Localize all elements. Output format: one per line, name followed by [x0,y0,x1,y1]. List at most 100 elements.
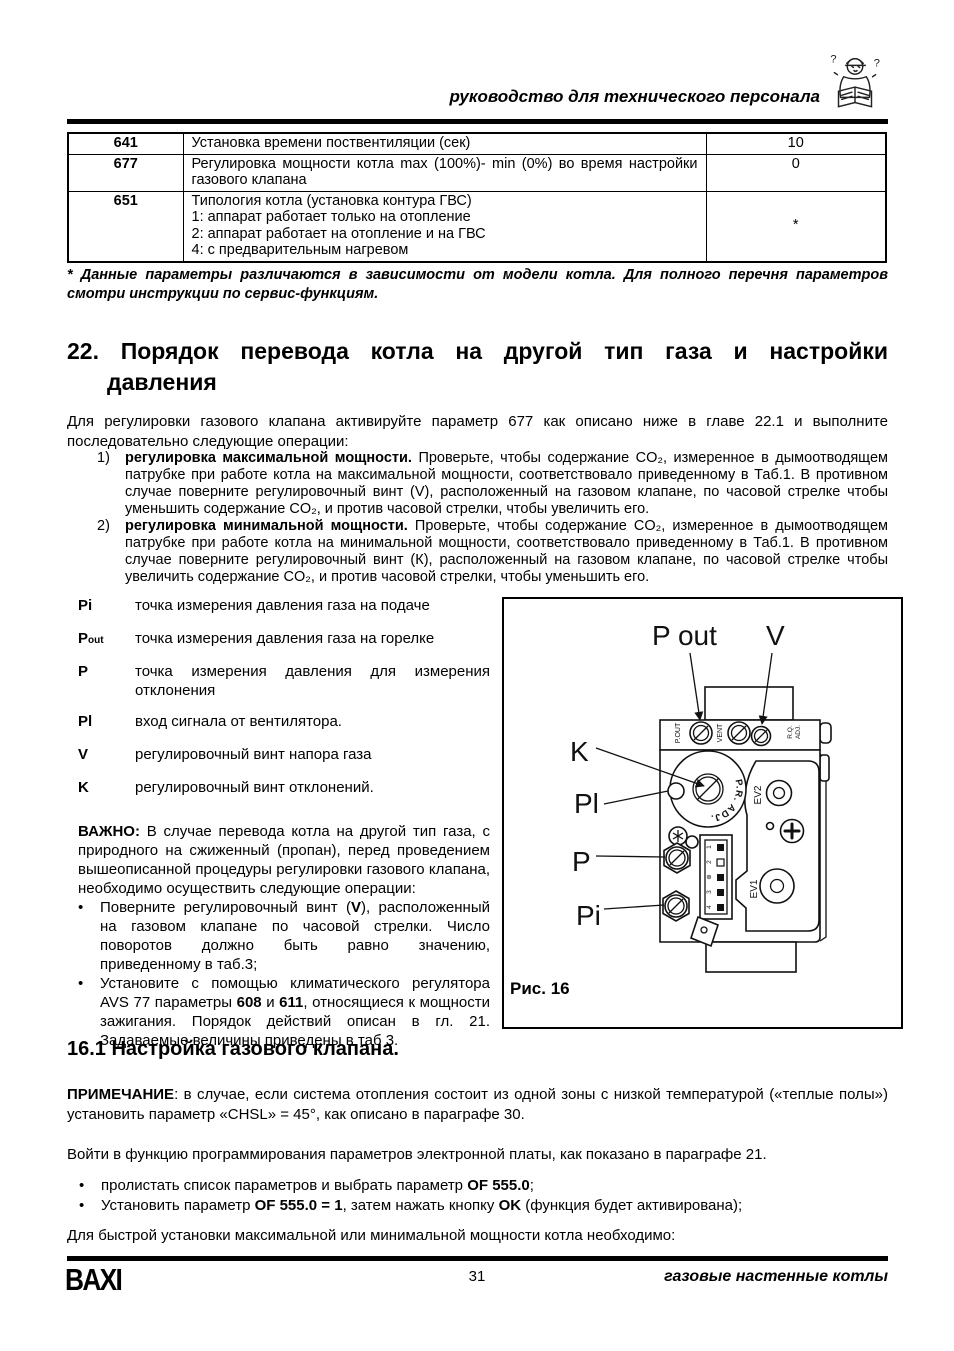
bullet-item: • Установите с помощью климатического ре… [78,974,490,1050]
desc-cell: Типология котла (установка контура ГВС) … [182,190,707,262]
pin-label: 2 [706,860,713,864]
page-number: 31 [468,1268,486,1285]
def-term: K [78,779,89,796]
param-cell: 677 [67,153,184,192]
figure-caption: Рис. 16 [510,979,570,998]
ev1-label: EV1 [749,879,760,898]
def-row: V регулировочный винт напора газа [78,745,490,766]
figure-label-v: V [766,620,785,651]
header-rule [67,119,888,124]
valve-side-tab [819,722,832,744]
header-title: руководство для технического персонала [449,87,820,106]
figure-label-pout: P out [652,620,717,651]
pl-leader-line [603,790,669,805]
valve-side-tab [819,754,830,782]
bullet-text: Установите с помощью климатического регу… [100,975,491,1049]
table-footnote: * Данные параметры различаются в зависим… [67,267,888,302]
bullet-text: Установить параметр OF 555.0 = 1, затем … [101,1197,743,1214]
baxi-logo: BAXI [65,1262,123,1297]
table-row: 641 Установка времени поствентиляции (се… [67,132,887,155]
bullet-item: • Поверните регулировочный винт (V), рас… [78,898,490,974]
bullet-marker: • [79,1197,85,1214]
heading-line: давления [107,369,217,395]
p-leader-line [595,855,666,858]
footer-rule [67,1256,888,1261]
table-row: 651 Типология котла (установка контура Г… [67,190,887,262]
numbered-item: 1) регулировка максимальной мощности. Пр… [97,450,888,518]
def-text: точка измерения давления газа на подаче [135,597,430,614]
ev2-label: EV2 [753,785,764,804]
section-16-heading: 16.1 Настройка газового клапана. [67,1038,399,1060]
footer-tagline: газовые настенные котлы [664,1268,888,1285]
def-text: регулировочный винт отклонений. [135,779,374,796]
pout-screw-label: P.OUT [675,722,682,743]
programming-paragraph: Войти в функцию программирования парамет… [67,1146,767,1163]
def-row: Pl вход сигнала от вентилятора. [78,712,490,733]
bullet-item: • пролистать список параметров и выбрать… [79,1176,879,1195]
valve-top-flange [704,686,794,721]
def-row: Pi точка измерения давления газа на пода… [78,596,490,617]
heading-line: 22. Порядок перевода котла на другой тип… [67,338,888,364]
figure-label-k: K [570,736,589,767]
value-cell: 10 [705,132,887,155]
bullet-marker: • [78,899,84,916]
k-leader-line [595,747,705,788]
vent-screw-label: VENT [717,723,724,742]
def-row: P точка измерения давления для измерения… [78,662,490,700]
value-cell: * [705,190,887,262]
def-text: точка измерения давления для измерения о… [135,663,490,699]
bullet-marker: • [79,1177,85,1194]
valve-side-face [819,753,827,942]
ev2-coil [765,779,793,807]
pin-label: 1 [706,845,713,849]
figure-label-p: P [572,846,591,877]
important-lead: ВАЖНО: В случае перевода котла на другой… [78,823,490,897]
def-term: P [78,663,89,680]
table-row: 677 Регулировка мощности котла max (100%… [67,153,887,192]
item-number: 2) [97,518,110,534]
pi-leader-line [603,904,665,910]
v-leader-line [758,652,773,725]
rq-label: R.Q. [787,725,794,739]
valve-bottom-flange [705,941,797,973]
desc-cell: Установка времени поствентиляции (сек) [182,132,707,155]
pin-label: ⊕ [706,874,713,880]
technician-reading-manual-icon: ? ? [830,53,880,108]
param-cell: 651 [67,190,184,262]
item-text: регулировка максимальной мощности. Прове… [125,450,888,517]
def-term: Pout [78,630,104,647]
numbered-list: 1) регулировка максимальной мощности. Пр… [97,450,888,586]
ev1-coil [759,868,795,904]
value-cell: 0 [705,153,887,192]
def-row: K регулировочный винт отклонений. [78,778,490,799]
bullet-marker: • [78,975,84,992]
def-term: Pi [78,597,93,614]
item-number: 1) [97,450,110,466]
section-22-intro: Для регулировки газового клапана активир… [67,413,888,450]
question-mark-glyph: ? [874,57,880,69]
parameters-table: 641 Установка времени поствентиляции (се… [67,132,887,263]
pl-port [667,782,685,800]
bullet-item: • Установить параметр OF 555.0 = 1, зате… [79,1196,879,1215]
note-paragraph: ПРИМЕЧАНИЕ: в случае, если система отопл… [67,1086,888,1123]
question-mark-glyph: ? [830,53,836,65]
gas-valve-figure: P.OUT VENT R.Q. ADJ. P.R. ADJ. [570,620,832,973]
pin-dot [765,821,775,831]
bullet-text: Поверните регулировочный винт (V), распо… [100,899,490,973]
figure-box: P.OUT VENT R.Q. ADJ. P.R. ADJ. [502,597,903,1029]
pout-leader-line [689,652,704,721]
def-term: V [78,746,89,763]
def-row: Pout точка измерения давления газа на го… [78,629,490,650]
bullet-list: • пролистать список параметров и выбрать… [79,1176,879,1216]
def-text: точка измерения давления газа на горелке [135,630,435,647]
param-cell: 641 [67,132,184,155]
pin-label: 4 [706,905,713,909]
item-text: регулировка минимальной мощности. Провер… [125,518,888,585]
angled-fitting [690,915,719,948]
numbered-item: 2) регулировка минимальной мощности. Про… [97,518,888,586]
bullet-text: пролистать список параметров и выбрать п… [101,1177,534,1194]
section-22-heading: 22. Порядок перевода котла на другой тип… [67,336,888,398]
small-port [685,835,699,849]
figure-label-pi: Pi [576,900,601,931]
legend-definitions: Pi точка измерения давления газа на пода… [78,596,490,811]
